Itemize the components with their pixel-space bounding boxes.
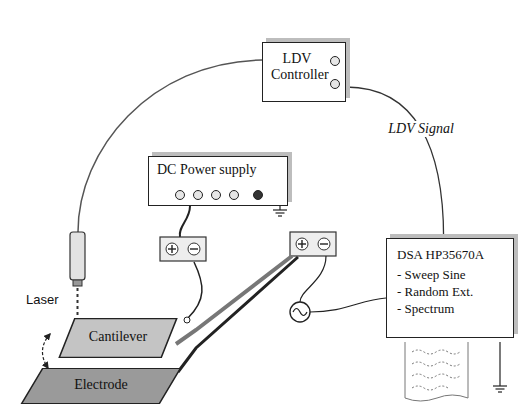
control-knob	[253, 190, 263, 200]
sine-source-symbol	[290, 302, 310, 322]
grey-cable	[176, 256, 292, 344]
menu-item: - Spectrum	[397, 301, 505, 317]
control-knob	[193, 190, 203, 200]
analyzer-box: DSA HP35670A - Sweep Sine- Random Ext.- S…	[386, 238, 514, 338]
laser-cable	[78, 60, 262, 232]
vibration-arrow	[42, 334, 50, 368]
black-cable	[178, 257, 298, 372]
laser-label: Laser	[26, 292, 59, 307]
node-title: Cantilever	[72, 329, 164, 345]
menu-item: - Random Ext.	[397, 284, 505, 300]
edge-label: LDV Signal	[386, 121, 455, 137]
laser-tip	[73, 280, 82, 286]
laser-head	[70, 232, 85, 280]
supply-wire	[180, 206, 190, 237]
control-knob	[330, 56, 340, 66]
control-knob	[229, 190, 239, 200]
source-wire	[310, 298, 386, 312]
amplifier-box	[160, 237, 206, 261]
node-title: DC Power supply	[157, 162, 279, 178]
printout-paper	[405, 342, 468, 401]
electrode-plate: Electrode	[20, 368, 182, 404]
ground-symbol	[493, 342, 507, 392]
control-knob	[330, 79, 340, 89]
cantilever-wire	[188, 262, 202, 318]
clamp	[184, 317, 190, 323]
node-title: LDV Controller	[271, 51, 323, 83]
source-wire	[300, 256, 326, 302]
controller-box: LDV Controller	[262, 42, 346, 102]
node-title: Electrode	[36, 377, 166, 393]
cantilever-plate: Cantilever	[58, 318, 178, 358]
node-title: DSA HP35670A	[397, 247, 505, 263]
amplifier-box	[290, 232, 336, 256]
control-knob	[175, 190, 185, 200]
signal-cable	[346, 87, 444, 238]
power-supply-box: DC Power supply	[148, 156, 288, 206]
menu-item: - Sweep Sine	[397, 267, 505, 283]
control-knob	[211, 190, 221, 200]
